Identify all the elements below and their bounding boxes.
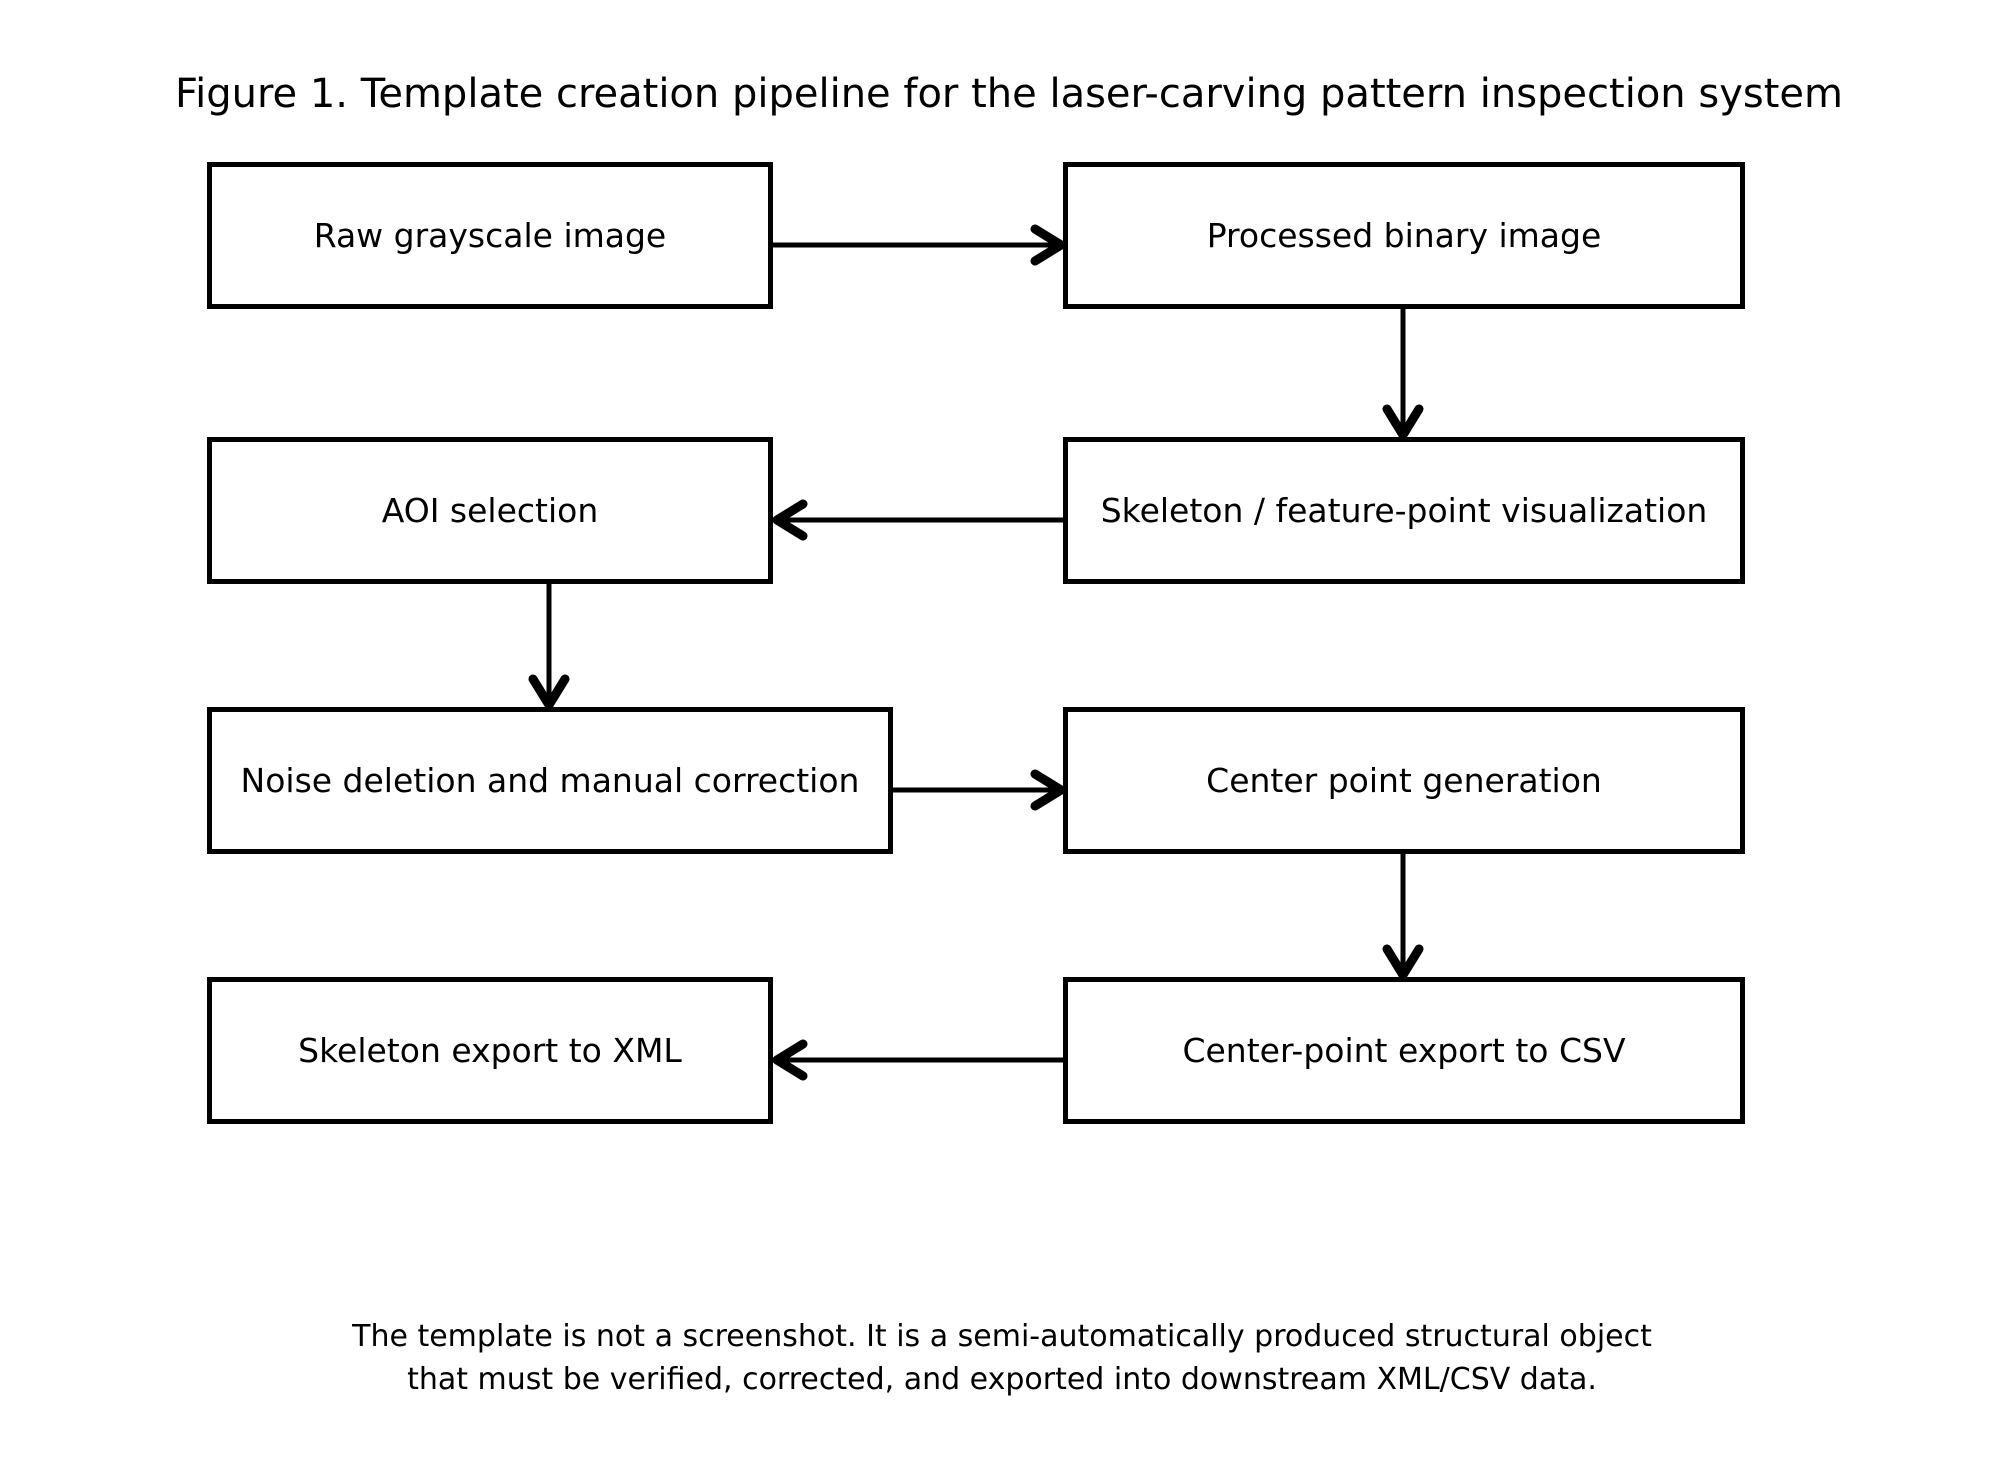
- figure-title: Figure 1. Template creation pipeline for…: [175, 71, 1843, 117]
- node-center-point-export-to-csv[interactable]: Center-point export to CSV: [1063, 977, 1745, 1124]
- arrow-center-point-export-to-skeleton-export: [772, 1039, 1065, 1081]
- node-raw-grayscale-image[interactable]: Raw grayscale image: [207, 162, 773, 309]
- node-processed-binary-image[interactable]: Processed binary image: [1063, 162, 1745, 309]
- node-label: Skeleton / feature-point visualization: [1100, 490, 1708, 530]
- arrow-center-point-generation-to-center-point-export: [1382, 854, 1424, 980]
- arrow-skeleton-visualization-to-aoi-selection: [772, 499, 1065, 541]
- node-label: Noise deletion and manual correction: [240, 760, 860, 800]
- node-skeleton-export-to-xml[interactable]: Skeleton export to XML: [207, 977, 773, 1124]
- caption-line-1: The template is not a screenshot. It is …: [352, 1319, 1652, 1354]
- node-noise-deletion-and-manual-correction[interactable]: Noise deletion and manual correction: [207, 707, 893, 854]
- node-label: Processed binary image: [1206, 215, 1602, 255]
- node-center-point-generation[interactable]: Center point generation: [1063, 707, 1745, 854]
- caption-line-2: that must be verified, corrected, and ex…: [407, 1362, 1597, 1397]
- node-label: AOI selection: [381, 490, 599, 530]
- arrow-raw-grayscale-to-processed-binary: [773, 224, 1066, 266]
- node-label: Center point generation: [1206, 760, 1602, 800]
- node-aoi-selection[interactable]: AOI selection: [207, 437, 773, 584]
- node-label: Skeleton export to XML: [298, 1030, 682, 1070]
- arrow-noise-deletion-to-center-point-generation: [893, 769, 1066, 811]
- node-label: Center-point export to CSV: [1182, 1030, 1626, 1070]
- figure-caption: The template is not a screenshot. It is …: [302, 1315, 1702, 1401]
- arrow-processed-binary-to-skeleton-visualization: [1382, 309, 1424, 440]
- node-label: Raw grayscale image: [313, 215, 667, 255]
- arrow-aoi-selection-to-noise-deletion: [528, 584, 570, 710]
- node-skeleton-feature-point-visualization[interactable]: Skeleton / feature-point visualization: [1063, 437, 1745, 584]
